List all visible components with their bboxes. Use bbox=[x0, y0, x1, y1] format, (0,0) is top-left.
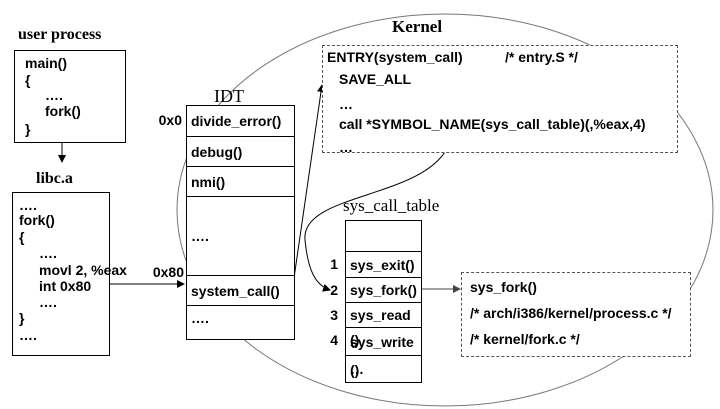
code-line: SAVE_ALL bbox=[339, 71, 412, 87]
idt-entry: divide_error() bbox=[191, 113, 282, 129]
kernel-ellipse bbox=[176, 13, 714, 407]
sys-call-table: sys_exit() sys_fork() sys_read () sys_wr… bbox=[345, 220, 422, 383]
idt-entry: …. bbox=[187, 305, 294, 341]
idt-entry: system_call() bbox=[187, 275, 294, 305]
libc-box: …. fork() { …. movl 2, %eax int 0x80 …. … bbox=[12, 192, 127, 356]
user-process-title: user process bbox=[18, 26, 102, 43]
code-line: … bbox=[339, 139, 353, 155]
idt-table: divide_error() debug() nmi() …. system_c… bbox=[186, 105, 295, 340]
code-line: …. bbox=[39, 245, 57, 261]
code-line: …. bbox=[19, 327, 37, 343]
code-line: int 0x80 bbox=[39, 278, 92, 294]
idt-offset-0x80: 0x80 bbox=[152, 264, 184, 280]
idt-title: IDT bbox=[214, 86, 244, 106]
code-comment: /* entry.S */ bbox=[505, 49, 578, 65]
arrow-call-to-sys-call-table bbox=[304, 134, 453, 292]
idt-entry: nmi() bbox=[187, 166, 294, 196]
code-line: fork() bbox=[45, 103, 81, 119]
idt-offset-0x0: 0x0 bbox=[158, 112, 182, 128]
syscall-row: sys_write () bbox=[346, 327, 421, 378]
syscall-row: sys_exit() bbox=[346, 251, 421, 277]
code-line: …. bbox=[45, 87, 63, 103]
user-process-box: main() { …. fork() } bbox=[14, 50, 126, 143]
code-line: { bbox=[19, 229, 25, 245]
code-line: …. bbox=[39, 294, 57, 310]
syscall-number: 2 bbox=[330, 282, 338, 298]
arrow-system-call-to-entry bbox=[293, 84, 325, 279]
sys-call-table-title: sys_call_table bbox=[343, 196, 440, 215]
code-line: } bbox=[19, 310, 25, 326]
syscall-row: sys_fork() bbox=[346, 277, 421, 302]
code-line: fork() bbox=[19, 212, 55, 228]
idt-entry: debug() bbox=[187, 136, 294, 166]
code-line: …. bbox=[19, 197, 37, 213]
code-line: { bbox=[25, 72, 31, 88]
code-line: } bbox=[25, 121, 31, 137]
code-line: … bbox=[339, 96, 353, 112]
syscall-number: 4 bbox=[330, 332, 338, 348]
idt-entry: …. bbox=[187, 196, 294, 275]
code-comment: /* kernel/fork.c */ bbox=[470, 331, 580, 347]
sys-fork-info-box: sys_fork() /* arch/i386/kernel/process.c… bbox=[461, 272, 691, 357]
syscall-row: … bbox=[346, 355, 421, 384]
kernel-title: Kernel bbox=[392, 17, 443, 36]
syscall-number: 1 bbox=[330, 256, 338, 272]
code-line: movl 2, %eax bbox=[39, 262, 127, 278]
kernel-entry-box: ENTRY(system_call) /* entry.S */ SAVE_AL… bbox=[322, 45, 678, 155]
code-line: sys_fork() bbox=[470, 279, 537, 295]
code-comment: /* arch/i386/kernel/process.c */ bbox=[470, 305, 672, 321]
libc-title: libc.a bbox=[36, 170, 73, 187]
code-line: call *SYMBOL_NAME(sys_call_table)(,%eax,… bbox=[339, 116, 646, 132]
syscall-row bbox=[346, 221, 421, 251]
code-line: ENTRY(system_call) bbox=[327, 49, 463, 65]
code-line: main() bbox=[25, 55, 67, 71]
syscall-number: 3 bbox=[330, 307, 338, 323]
syscall-row: sys_read () bbox=[346, 302, 421, 348]
